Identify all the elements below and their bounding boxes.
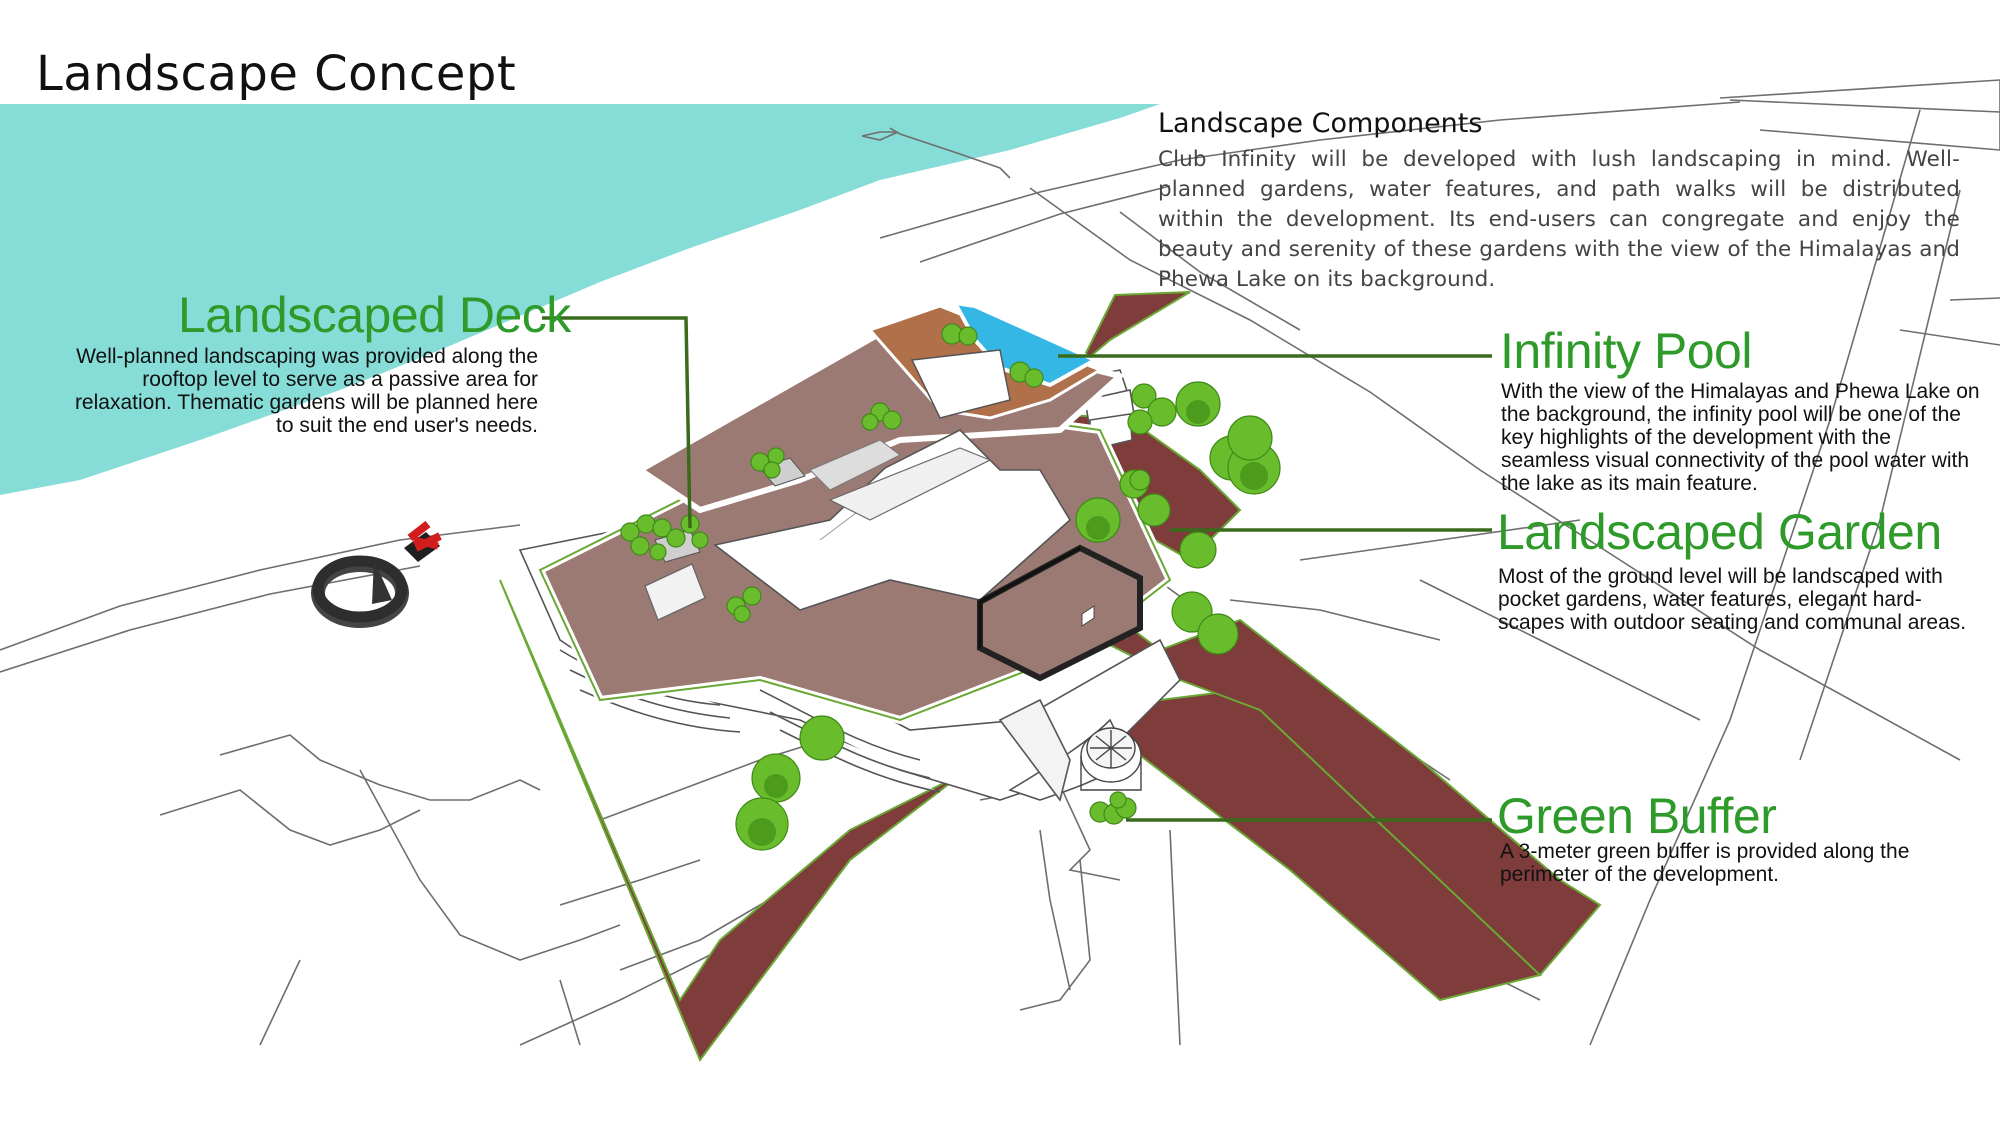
green-buffer-description: A 3-meter green buffer is provided along… <box>1500 840 1910 886</box>
landscaped-deck-description: Well-planned landscaping was provided al… <box>74 345 538 437</box>
phewa-lake <box>0 104 1160 495</box>
trees <box>620 323 1281 851</box>
components-description: Club Infinity will be developed with lus… <box>1158 147 1960 292</box>
landscaped-garden-description: Most of the ground level will be landsca… <box>1498 565 1967 634</box>
landscape-components-block: Landscape Components Club Infinity will … <box>1158 108 1960 295</box>
north-arrow <box>311 520 442 628</box>
roof-skylight <box>644 563 706 621</box>
leader-lines <box>542 316 1492 822</box>
components-heading: Landscape Components <box>1158 108 1483 139</box>
leader-landscaped-deck <box>542 316 692 529</box>
pool-lounge <box>910 349 1011 419</box>
infinity-pool-description: With the view of the Himalayas and Phewa… <box>1501 380 1980 495</box>
green-buffer-title: Green Buffer <box>1497 788 1777 844</box>
landscaped-deck-title: Landscaped Deck <box>178 287 571 343</box>
infinity-pool-title: Infinity Pool <box>1500 323 1752 379</box>
landscaped-garden-title: Landscaped Garden <box>1497 504 1942 560</box>
page-title: Landscape Concept <box>36 46 517 102</box>
gazebo <box>1080 727 1142 791</box>
